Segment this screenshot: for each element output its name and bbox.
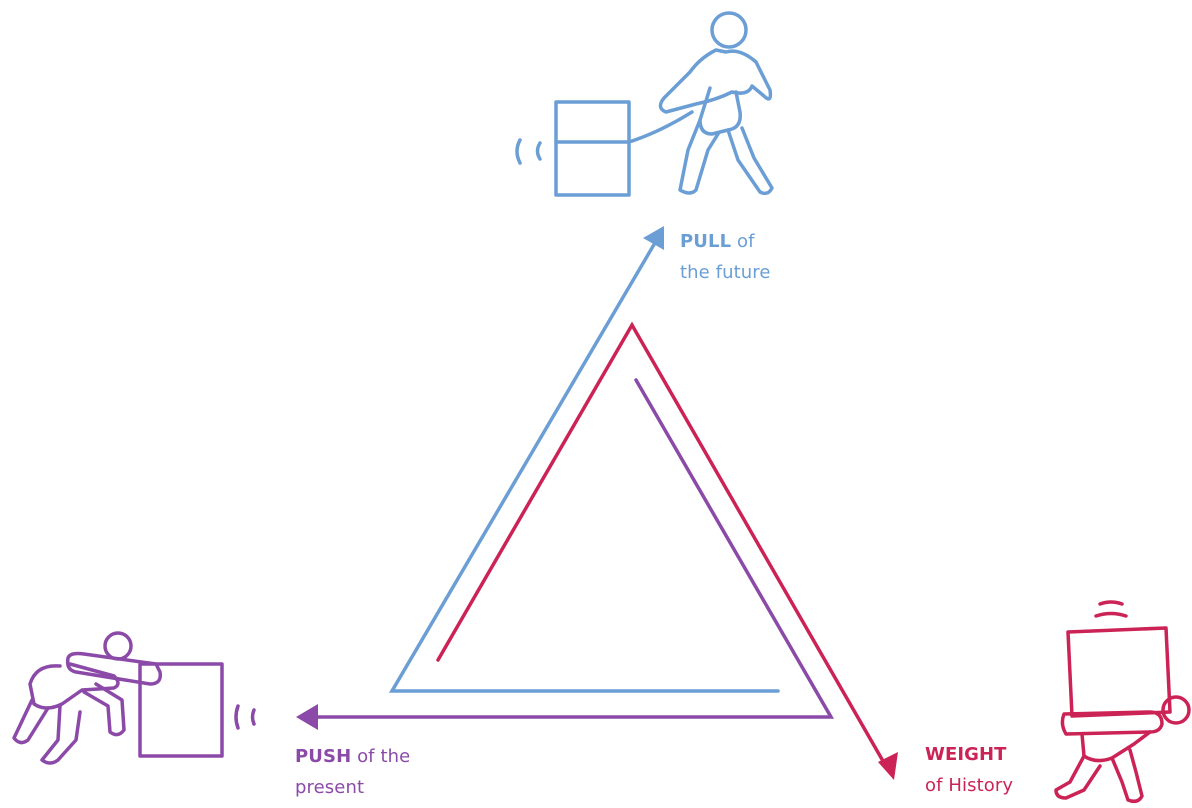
pull-label: PULL of the future — [680, 226, 771, 288]
push-arrowhead — [296, 704, 318, 730]
push-label-rest: of the — [351, 746, 410, 767]
push-label: PUSH of the present — [295, 741, 410, 803]
pull-keyword: PULL — [680, 231, 731, 252]
weight-label-line1: WEIGHT — [925, 739, 1013, 770]
pull-label-rest: of — [731, 231, 754, 252]
pull-triangle-edge — [392, 236, 778, 691]
weight-triangle-edge — [438, 325, 887, 768]
person-pulling-box-icon — [517, 13, 772, 195]
person-carrying-box-icon — [1056, 602, 1189, 801]
person-pushing-box-icon — [14, 633, 254, 763]
weight-label-line2: of History — [925, 770, 1013, 801]
push-label-line2: present — [295, 772, 410, 803]
push-keyword: PUSH — [295, 746, 351, 767]
pull-label-line2: the future — [680, 257, 771, 288]
pull-label-line1: PULL of — [680, 226, 771, 257]
push-label-line1: PUSH of the — [295, 741, 410, 772]
weight-keyword: WEIGHT — [925, 744, 1007, 765]
weight-label: WEIGHT of History — [925, 739, 1013, 801]
